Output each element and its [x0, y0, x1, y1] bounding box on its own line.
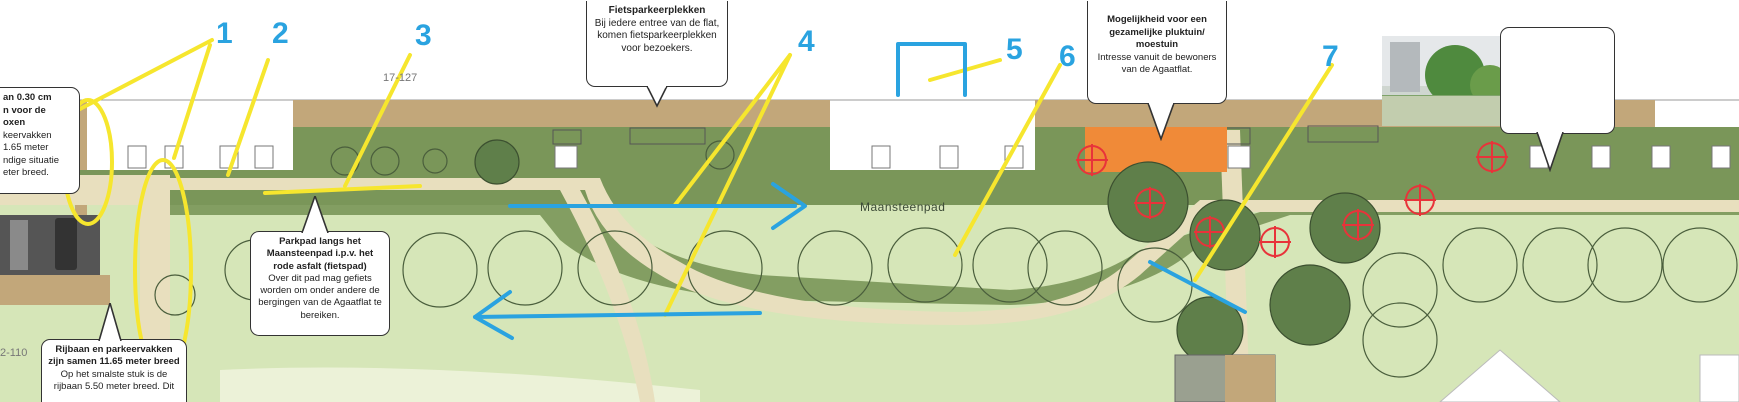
- callout-garage-line-4: keervakken: [3, 129, 52, 141]
- callout-empty: [1500, 27, 1615, 134]
- callout-garage-line-2: n voor de: [3, 104, 46, 116]
- callout-garage-line-3: oxen: [3, 117, 26, 128]
- marker-5: 5: [1006, 33, 1023, 66]
- garage-roof: [0, 275, 110, 305]
- flat-annex-left: [293, 100, 830, 127]
- parked-car: [55, 218, 77, 270]
- callout-garage-line-5: 1.65 meter: [3, 142, 49, 153]
- callout-garage-line-7: eter breed.: [3, 167, 49, 178]
- building-corner: [1439, 349, 1561, 402]
- callout-empty-tail: [1536, 132, 1564, 172]
- callout-garage-width: an 0.30 cm n voor de oxen keervakken 1.6…: [0, 87, 80, 194]
- callout-rijbaan-title: Rijbaan en parkeervakken zijn samen 11.6…: [48, 344, 180, 368]
- callout-pluktuin-title: Mogelijkheid voor een gezamelijke pluktu…: [1107, 14, 1207, 50]
- marker-1: 1: [216, 17, 233, 50]
- callout-parkpad: Parkpad langs het Maansteenpad i.p.v. he…: [250, 231, 390, 336]
- marker-7: 7: [1322, 40, 1339, 73]
- marker-2: 2: [272, 17, 289, 50]
- bike-racks: [552, 125, 1379, 145]
- callout-pluktuin-tail: [1147, 103, 1175, 141]
- callout-parkpad-tail: [301, 196, 329, 233]
- green-band: [165, 200, 1739, 305]
- callout-fiets-text: Bij iedere entree van de flat, komen fie…: [594, 17, 720, 54]
- marker-3: 3: [415, 19, 432, 52]
- callout-pluktuin: Mogelijkheid voor een gezamelijke pluktu…: [1087, 1, 1227, 104]
- side-path: [560, 190, 655, 402]
- callout-rijbaan: Rijbaan en parkeervakken zijn samen 11.6…: [41, 339, 187, 402]
- building-edge: [1699, 354, 1739, 402]
- marker-6: 6: [1059, 40, 1076, 73]
- callout-fietsparkeerplekken: Fietsparkeerplekken Bij iedere entree va…: [586, 1, 728, 87]
- callout-parkpad-text: Over dit pad mag gefiets worden om onder…: [258, 272, 382, 321]
- callout-rijbaan-tail: [98, 303, 122, 341]
- callout-fiets-tail: [646, 86, 668, 108]
- plot-number-bottom: 2-110: [0, 347, 28, 359]
- callout-fiets-title: Fietsparkeerplekken: [608, 5, 706, 16]
- park-clearing: [220, 367, 700, 402]
- callout-pluktuin-text: Intresse vanuit de bewoners van de Agaat…: [1097, 51, 1217, 76]
- plot-number-top: 17-127: [383, 72, 418, 84]
- callout-garage-line-6: ndige situatie: [3, 154, 59, 166]
- road-label: Maansteenpad: [860, 200, 946, 214]
- new-tree-markers: [1076, 141, 1508, 258]
- callout-rijbaan-text: Op het smalste stuk is de rijbaan 5.50 m…: [53, 368, 175, 392]
- callout-parkpad-title: Parkpad langs het Maansteenpad i.p.v. he…: [266, 236, 374, 272]
- callout-garage-line-1: an 0.30 cm: [3, 92, 52, 103]
- blue-annotations: [473, 42, 1247, 340]
- marker-4: 4: [798, 25, 815, 58]
